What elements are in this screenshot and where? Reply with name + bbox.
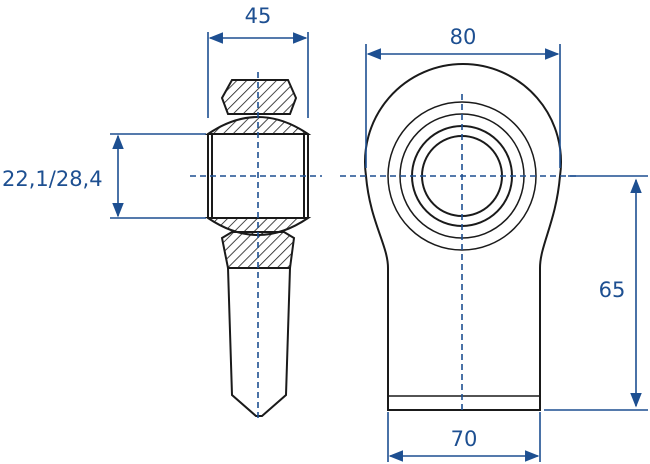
front-view <box>340 63 580 411</box>
dimension-bore-label: 22,1/28,4 <box>2 167 103 191</box>
side-ball-outline <box>207 134 309 218</box>
dimension-80: 80 <box>365 25 561 168</box>
side-view <box>190 72 322 418</box>
dimension-70: 70 <box>387 412 541 462</box>
front-body-outline <box>364 63 562 411</box>
dimension-bore: 22,1/28,4 <box>2 133 206 219</box>
side-upper-housing-hatch <box>220 79 298 115</box>
dimension-80-label: 80 <box>450 25 477 49</box>
dimension-45: 45 <box>207 4 309 118</box>
dimension-70-label: 70 <box>451 427 478 451</box>
dimension-45-label: 45 <box>245 4 272 28</box>
dimension-65: 65 <box>544 175 648 411</box>
side-shank <box>226 267 292 417</box>
dimension-65-label: 65 <box>599 278 626 302</box>
